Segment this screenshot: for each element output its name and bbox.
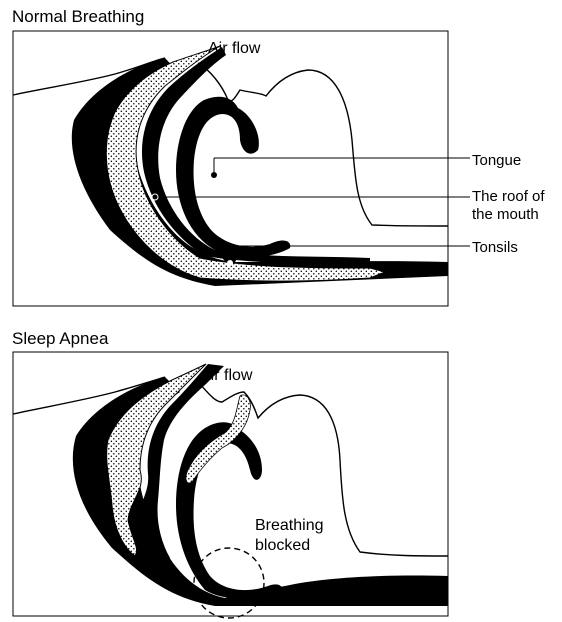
label-roof-line2: the mouth [472,206,539,223]
label-tonsils: Tonsils [472,239,518,256]
normal-breathing-panel: Air flow Tongue The roof of the mouth To… [13,31,545,306]
sleep-apnea-panel: Air flow Breathing blocked [13,352,448,618]
palate [176,422,282,598]
airflow-label-apnea: Air flow [200,367,253,384]
label-tongue: Tongue [472,152,521,169]
label-breathing-blocked-line1: Breathing [255,517,324,534]
label-breathing-blocked-line2: blocked [255,537,310,554]
leader-dot-tonsils [227,260,233,266]
leader-dot-tongue [211,172,217,178]
palate [176,97,290,258]
label-roof-line1: The roof of [472,188,545,205]
airflow-label-normal: Air flow [208,40,261,57]
pharynx-wall [142,47,370,266]
